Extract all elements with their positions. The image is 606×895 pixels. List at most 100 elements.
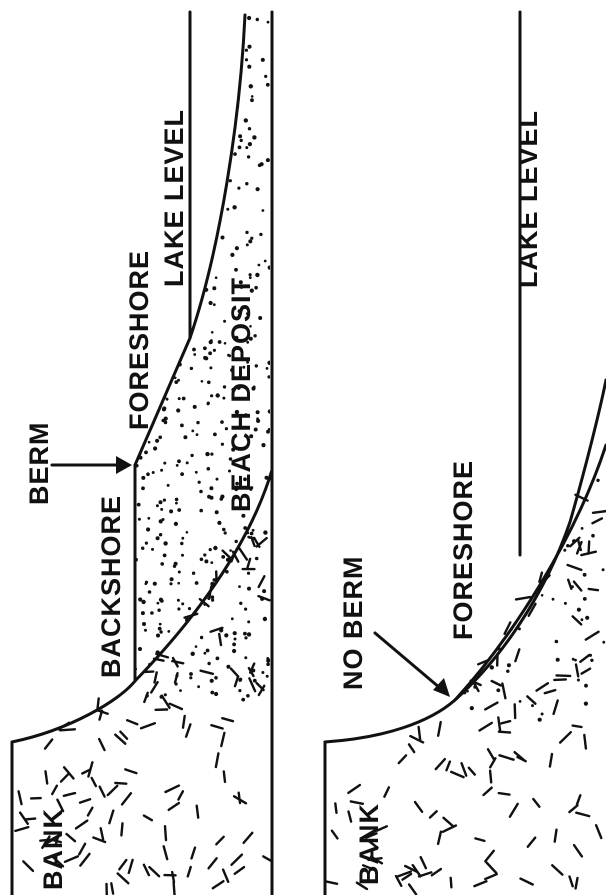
deposit-texture-dot <box>183 34 186 37</box>
deposit-texture-dot <box>263 530 267 534</box>
deposit-texture-dot <box>490 665 494 669</box>
deposit-texture-dot <box>176 105 179 108</box>
bank-texture-dash <box>521 879 533 885</box>
deposit-texture-dot <box>247 632 251 636</box>
bank-texture-dash <box>573 726 582 727</box>
deposit-texture-dot <box>222 397 225 400</box>
deposit-texture-dot <box>183 93 186 96</box>
deposit-texture-dot <box>181 602 184 605</box>
deposit-texture-dot <box>137 18 141 22</box>
deposit-texture-dot <box>150 213 154 217</box>
bank-texture-dash <box>45 740 52 749</box>
bank-texture-dash <box>475 838 484 841</box>
deposit-texture-dot <box>144 34 148 38</box>
bank-texture-dash <box>23 861 33 871</box>
bank-texture-dash <box>155 672 157 682</box>
deposit-texture-dot <box>557 491 561 495</box>
deposit-texture-dot <box>206 246 209 249</box>
bank-texture-dash <box>335 803 336 812</box>
deposit-texture-dot <box>155 439 159 443</box>
deposit-texture-dot <box>166 297 170 301</box>
bank-texture-dash <box>119 860 126 869</box>
deposit-texture-dot <box>523 496 527 500</box>
deposit-texture-dot <box>135 192 139 196</box>
bank-texture-dash <box>144 865 149 875</box>
deposit-texture-dot <box>177 459 181 463</box>
deposit-texture-dot <box>152 471 155 474</box>
deposit-texture-dot <box>168 334 172 338</box>
deposit-texture-dot <box>215 510 219 514</box>
deposit-texture-dot <box>180 296 184 300</box>
deposit-texture-dot <box>177 599 180 602</box>
deposit-texture-dot <box>232 649 236 653</box>
deposit-texture-dot <box>245 182 248 185</box>
bank-texture-dash <box>462 763 467 775</box>
deposit-texture-dot <box>211 331 214 334</box>
deposit-texture-dot <box>209 301 213 305</box>
bank-texture-dash <box>109 811 113 824</box>
deposit-texture-dot <box>167 343 171 347</box>
deposit-texture-dot <box>210 155 213 158</box>
bank-texture-dash <box>499 793 510 795</box>
deposit-texture-dot <box>170 55 173 58</box>
deposit-texture-dot <box>206 208 209 211</box>
deposit-texture-dot <box>207 260 210 263</box>
deposit-texture-dot <box>249 273 252 276</box>
deposit-texture-dot <box>156 634 160 638</box>
bank-texture-dash <box>533 799 539 807</box>
deposit-texture-dot <box>203 346 207 350</box>
bank-texture-dash <box>419 727 421 740</box>
deposit-texture-dot <box>248 239 252 243</box>
deposit-texture-dot <box>164 417 168 421</box>
deposit-texture-dot <box>485 595 488 598</box>
deposit-texture-dot <box>202 262 205 265</box>
deposit-texture-dot <box>229 58 233 62</box>
deposit-texture-dot <box>234 268 238 272</box>
bank-texture-dash <box>574 582 581 591</box>
deposit-texture-dot <box>489 504 493 508</box>
bank-texture-dash <box>25 819 35 820</box>
bank-texture-dash <box>569 805 577 812</box>
bank-texture-dash <box>213 881 224 888</box>
deposit-texture-dot <box>233 92 237 96</box>
bank-texture-dash <box>577 795 580 804</box>
deposit-texture-dot <box>135 114 139 118</box>
deposit-texture-dot <box>203 356 207 360</box>
deposit-texture-dot <box>237 40 240 43</box>
deposit-texture-dot <box>150 611 154 615</box>
deposit-texture-dot <box>177 607 180 610</box>
deposit-texture-dot <box>170 577 174 581</box>
bank-texture-dash <box>485 874 496 879</box>
deposit-texture-dot <box>266 83 270 87</box>
deposit-texture-dot <box>261 443 265 447</box>
deposit-texture-dot <box>201 231 204 234</box>
deposit-texture-dot <box>142 45 146 49</box>
deposit-texture-dot <box>471 410 475 414</box>
top-lake-level-label: LAKE LEVEL <box>159 109 189 287</box>
deposit-texture-dot <box>266 658 270 662</box>
deposit-texture-dot <box>206 203 210 207</box>
deposit-texture-dot <box>485 538 488 541</box>
bank-texture-dash <box>222 718 233 721</box>
deposit-texture-dot <box>519 700 522 703</box>
deposit-texture-dot <box>201 380 204 383</box>
deposit-texture-dot <box>217 73 220 76</box>
deposit-texture-dot <box>572 539 576 543</box>
bank-texture-dash <box>501 721 510 723</box>
deposit-texture-dot <box>141 476 145 480</box>
deposit-texture-dot <box>177 508 181 512</box>
bank-texture-dash <box>399 755 406 763</box>
bank-texture-dash <box>192 848 196 859</box>
bank-texture-dash <box>573 616 582 624</box>
deposit-texture-dot <box>159 88 163 92</box>
bank-texture-dash <box>219 634 221 645</box>
deposit-texture-dot <box>155 309 158 312</box>
deposit-texture-dot <box>255 557 259 561</box>
deposit-texture-dot <box>210 561 213 564</box>
deposit-texture-dot <box>204 652 207 655</box>
deposit-texture-dot <box>545 496 549 500</box>
deposit-texture-dot <box>216 129 219 132</box>
deposit-texture-dot <box>556 658 560 662</box>
deposit-texture-dot <box>213 349 216 352</box>
